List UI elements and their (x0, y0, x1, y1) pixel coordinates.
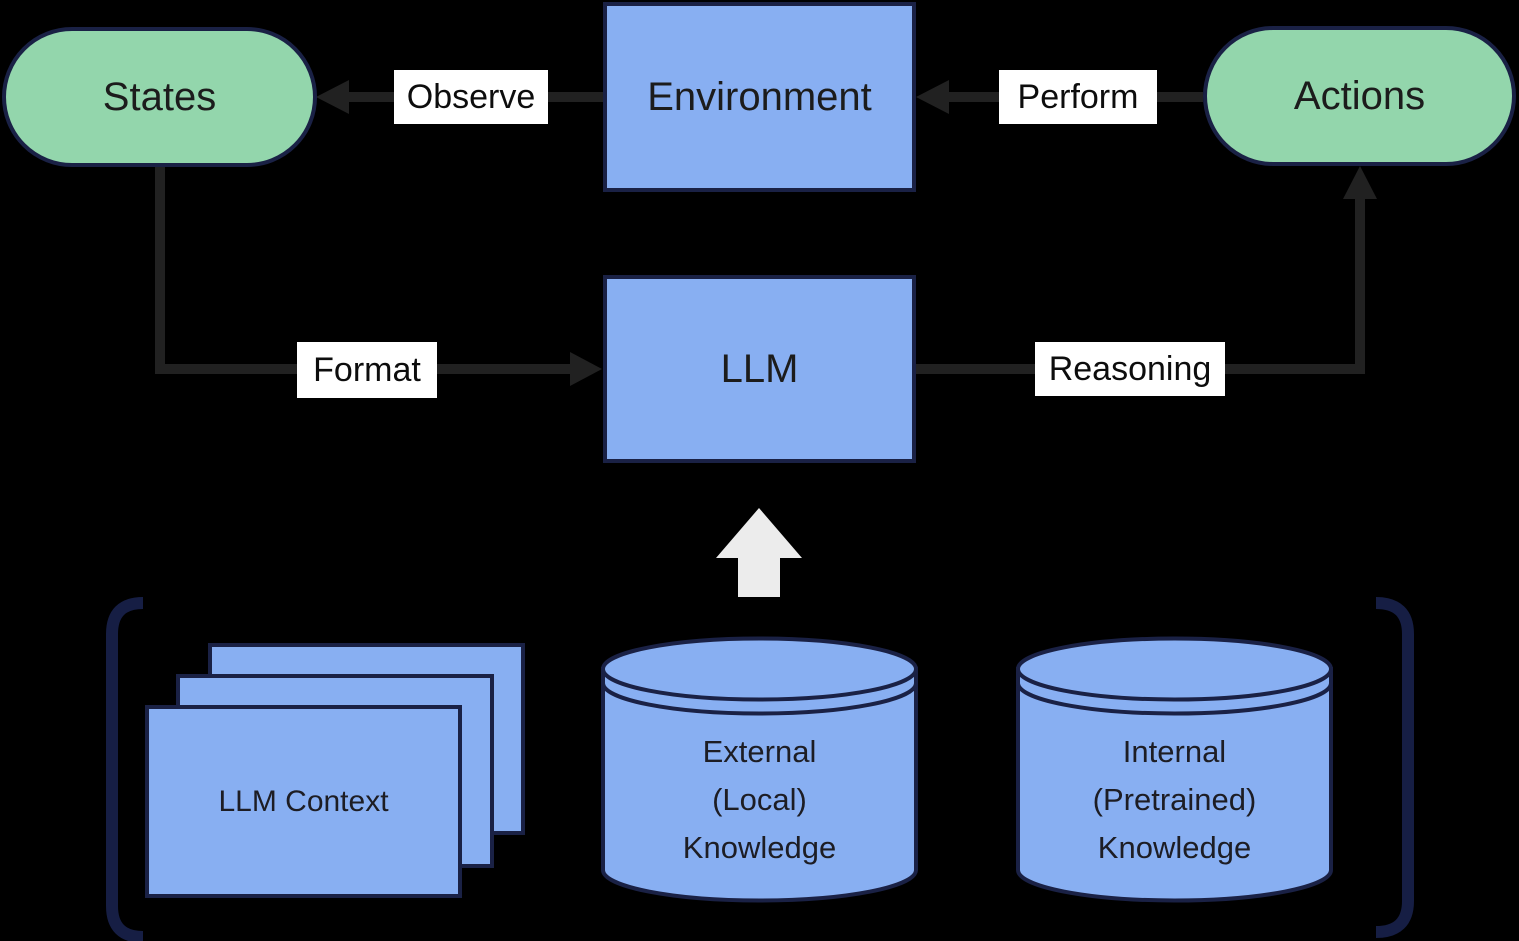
perform-edge-label: Perform (999, 70, 1157, 124)
states-node: States (2, 27, 317, 167)
reasoning-arrow-icon (916, 166, 1377, 374)
internal-knowledge-label: Internal (Pretrained) Knowledge (1092, 733, 1257, 866)
right-bracket-icon (1375, 597, 1414, 938)
observe-edge-label: Observe (394, 70, 548, 124)
states-node-label: States (102, 74, 217, 119)
llm-node-label: LLM (720, 346, 799, 391)
format-edge-label: Format (297, 342, 437, 398)
reasoning-edge-label: Reasoning (1035, 342, 1225, 396)
left-bracket-icon (106, 597, 144, 941)
llm-node: LLM (603, 275, 916, 463)
actions-node: Actions (1203, 26, 1516, 166)
llm-context-label: LLM Context (218, 784, 389, 818)
internal-knowledge-cylinder-icon (1016, 636, 1333, 903)
external-knowledge-cylinder-icon (601, 636, 918, 903)
environment-node-label: Environment (647, 74, 872, 119)
knowledge-up-arrow-icon (716, 508, 802, 597)
external-knowledge-label: External (Local) Knowledge (682, 733, 837, 866)
actions-node-label: Actions (1293, 73, 1426, 118)
environment-node: Environment (603, 2, 916, 192)
llm-context-stack-icon (145, 643, 525, 898)
